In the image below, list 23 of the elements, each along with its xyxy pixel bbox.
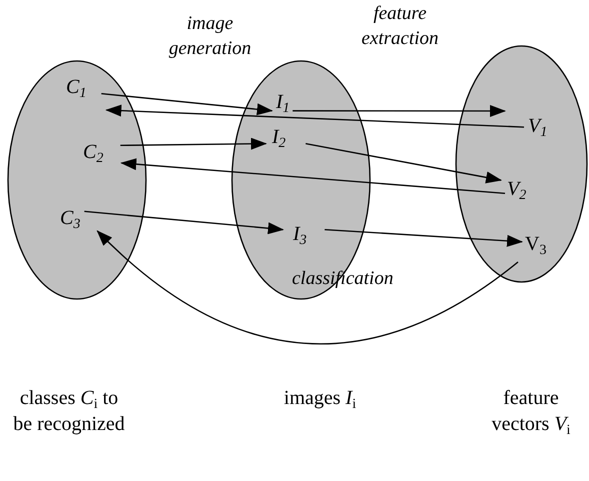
element-symbol: C$_{2}$ (83, 141, 104, 163)
arrow (84, 210, 284, 234)
arrow (120, 158, 506, 194)
element-symbol: C$_{3}$ (60, 207, 80, 229)
arrow (96, 230, 518, 344)
arrow (105, 104, 524, 128)
arrow (120, 138, 267, 150)
element-symbol: I$_{1}$ (276, 91, 290, 113)
process-label: feature extraction (360, 2, 440, 51)
element-symbol: I$_{2}$ (272, 126, 286, 148)
element-symbol: V$_{1}$ (528, 115, 548, 137)
arrow (306, 142, 502, 184)
set-caption: images I$_{i}$ (282, 386, 358, 411)
element-symbol: V$_{3}$ (525, 233, 546, 255)
element-symbol: C$_{1}$ (66, 76, 86, 98)
element-symbol: I$_{3}$ (293, 223, 307, 245)
set-caption: classes C$_{i}$ to be recognized (12, 386, 126, 437)
arrow (292, 104, 506, 117)
process-label: image generation (168, 12, 252, 61)
set-caption: feature vectors V$_{i}$ (490, 386, 572, 437)
element-symbol: V$_{2}$ (507, 178, 526, 200)
arrow (101, 92, 273, 116)
arrow (324, 228, 523, 247)
